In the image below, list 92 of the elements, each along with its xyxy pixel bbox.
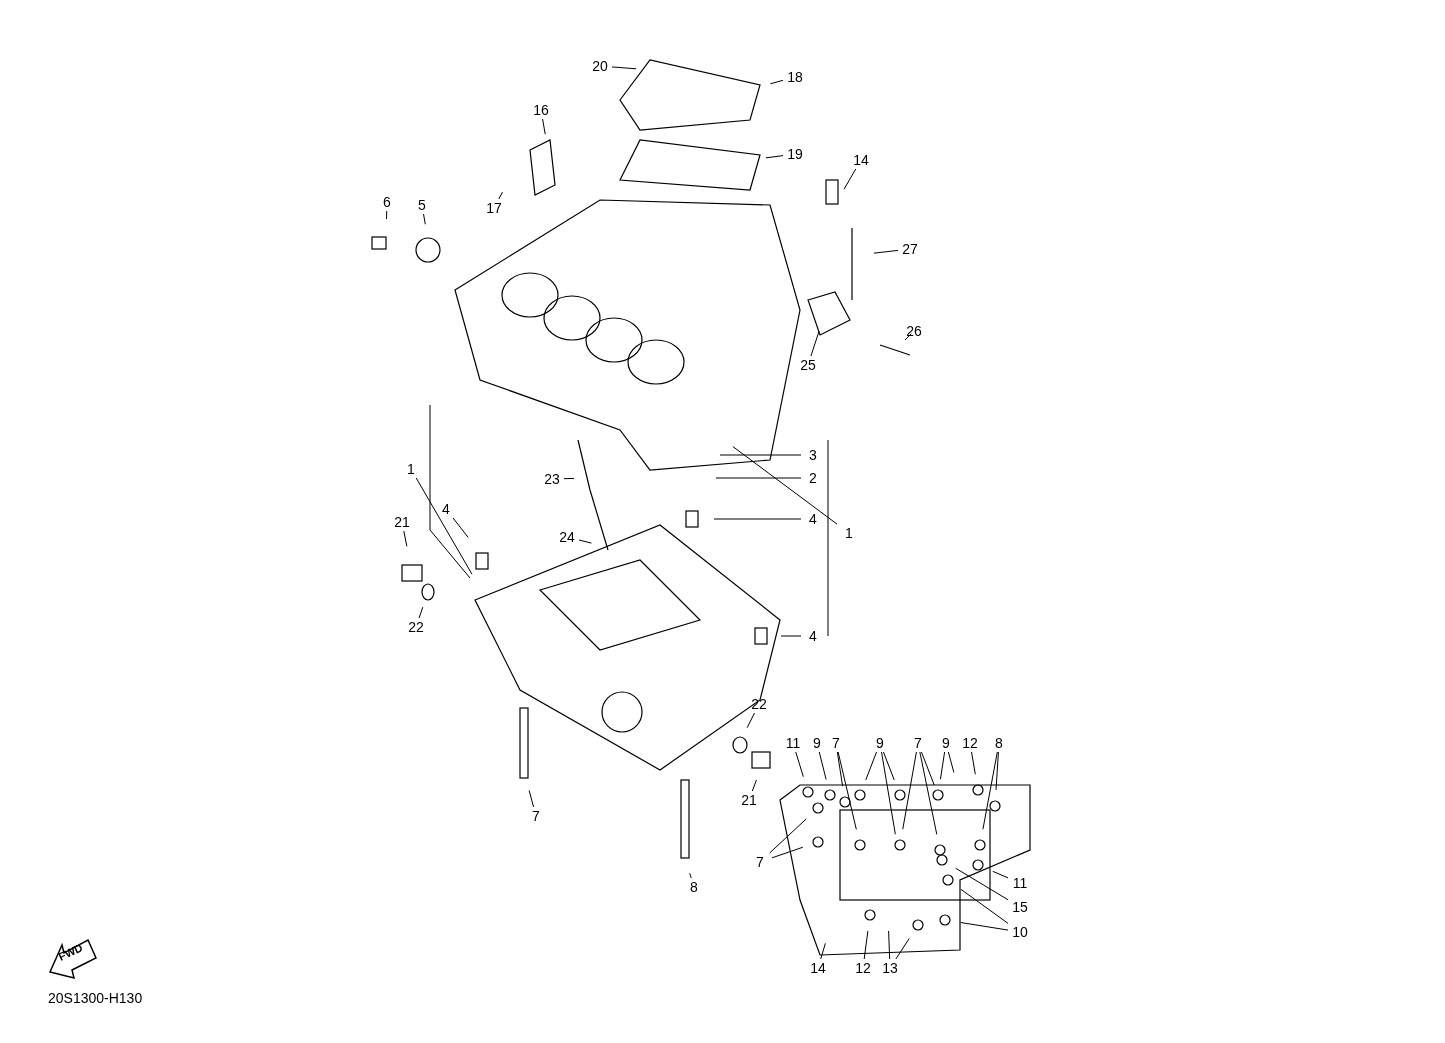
callout-number: 4 [801,510,825,528]
callout-number: 18 [783,68,807,86]
callout-number: 14 [806,959,830,977]
leader-line [960,888,1009,924]
callout-number: 10 [1008,923,1032,941]
callout-number: 13 [878,959,902,977]
diagram-code: 20S1300-H130 [48,990,143,1006]
callout-number: 12 [851,959,875,977]
callout-number: 9 [868,734,892,752]
leader-line [971,751,976,775]
leader-line [947,751,955,774]
leader-line [882,751,895,781]
leader-line [418,606,424,619]
callout-number: 21 [737,791,761,809]
callout-number: 15 [1008,898,1032,916]
leader-line [611,66,637,70]
callout-number: 7 [748,853,772,871]
leader-line [843,168,857,190]
leader-line [765,155,784,159]
leader-line [939,751,946,780]
leader-line [795,751,804,778]
leader-line [995,751,999,791]
leader-line [960,922,1009,931]
leader-line [769,79,784,85]
callout-number: 12 [958,734,982,752]
callout-number: 22 [747,695,771,713]
callout-number: 17 [482,199,506,217]
leader-line [423,213,426,225]
leader-line [919,751,938,835]
callout-number: 23 [540,470,564,488]
leader-line [746,712,755,729]
callout-number: 4 [434,500,458,518]
callout-number: 8 [682,878,706,896]
leader-line [863,930,869,960]
callout-number: 25 [796,356,820,374]
leader-line [751,779,757,792]
leader-line [902,751,917,830]
callout-number: 21 [390,513,414,531]
leader-line [715,477,802,479]
leader-line [820,942,826,960]
leader-line [563,477,575,480]
leader-line [713,518,802,520]
leader-line [895,937,910,960]
leader-line [904,333,912,341]
leader-line [415,477,473,575]
leader-line [689,872,692,879]
callout-number: 9 [934,734,958,752]
leader-line [881,751,896,835]
direction-label: FWD [56,941,85,963]
callout-number: 6 [375,193,399,211]
leader-line [818,751,827,780]
callout-number: 2 [801,469,825,487]
leader-line [810,330,820,357]
callout-number: 26 [902,322,926,340]
leader-line [920,751,935,786]
leader-line [888,930,891,960]
leader-line [719,454,802,456]
callout-number: 24 [555,528,579,546]
leader-line [528,789,535,808]
callout-number: 1 [837,524,861,542]
leader-line [837,751,857,830]
leader-line [771,846,804,859]
callout-number: 7 [524,807,548,825]
leader-line [578,539,592,544]
callout-number: 8 [987,734,1011,752]
callout-number: 14 [849,151,873,169]
leader-line [498,191,503,200]
callout-number: 20 [588,57,612,75]
leader-line [769,818,807,854]
leader-line [982,751,998,830]
leader-line [386,210,388,220]
callout-number: 7 [906,734,930,752]
callout-number: 16 [529,101,553,119]
callout-number: 19 [783,145,807,163]
leader-line [403,530,408,547]
leader-line [836,751,844,787]
leader-line [452,517,469,538]
leader-line [865,751,878,781]
leader-line [873,249,899,254]
callout-number: 11 [781,734,805,752]
leader-line [992,870,1009,879]
callout-number: 4 [801,627,825,645]
callout-number: 1 [399,460,423,478]
callout-number: 27 [898,240,922,258]
leader-line [732,446,838,525]
leader-line [542,118,546,135]
callout-number: 3 [801,446,825,464]
leader-line [955,867,1009,901]
leader-line [780,635,802,637]
callout-number: 5 [410,196,434,214]
callout-number: 11 [1008,874,1032,892]
callout-number: 22 [404,618,428,636]
